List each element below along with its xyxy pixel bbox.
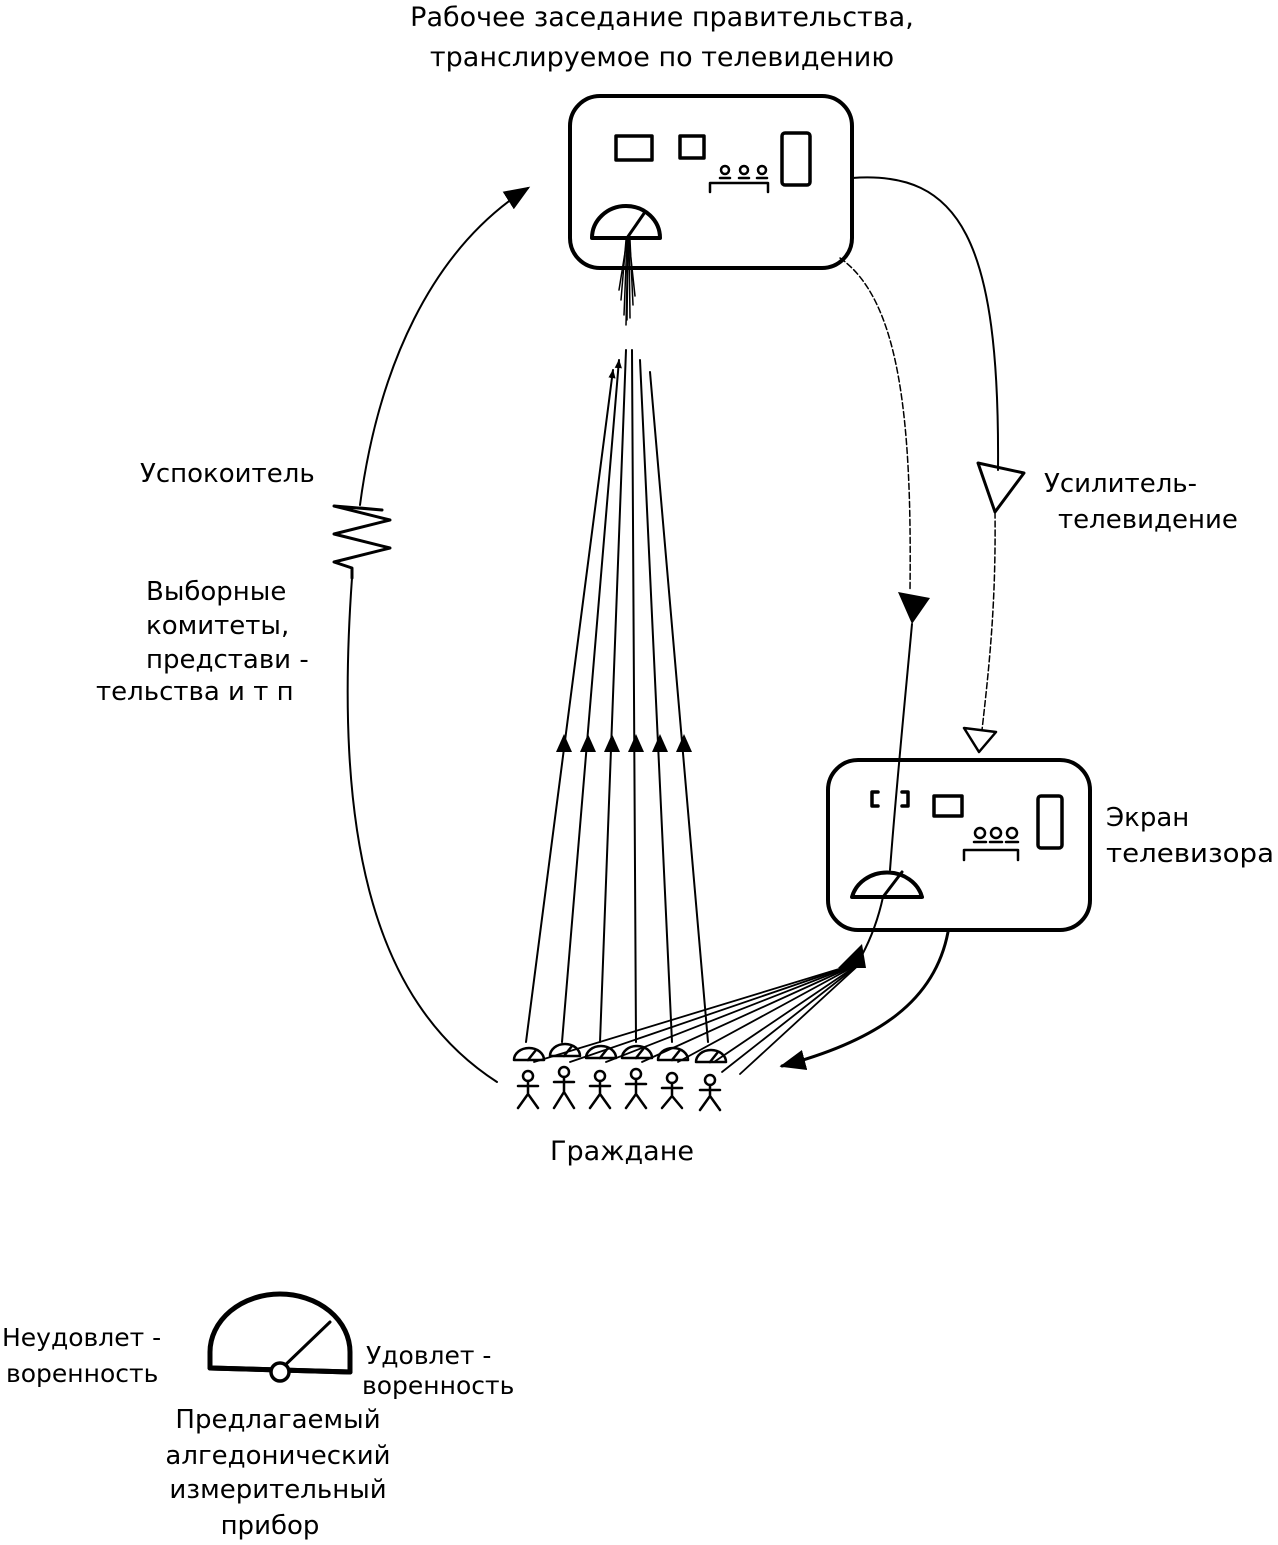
- committees-label-line-4: тельства и т п: [96, 677, 294, 707]
- tv-screen-box: [826, 758, 1092, 932]
- window-icon: [932, 794, 964, 818]
- algedonic-meter-icon: [850, 870, 924, 899]
- screen-to-citizens-fan: [533, 961, 863, 1075]
- left-return-curve-lower: [346, 577, 498, 1083]
- amplified-feed-line: [981, 511, 996, 731]
- screen-return-curve: [779, 930, 950, 1071]
- citizen-figure: [512, 1046, 546, 1110]
- amplifier-label-line-2: телевидение: [1058, 505, 1238, 535]
- signal-brush: [618, 239, 636, 326]
- algedonic-meter-icon: [590, 204, 662, 240]
- citizen-signal-lines: [525, 349, 709, 1043]
- legend-dissatisfaction-line-1: Неудовлет -: [2, 1323, 161, 1352]
- ministers-table-icon: [962, 826, 1020, 862]
- amplifier-label-line-1: Усилитель-: [1044, 469, 1197, 499]
- committees-label-line-1: Выборные: [146, 577, 286, 607]
- legend-caption-line-3: измерительный: [169, 1475, 386, 1505]
- title-line-2: транслируемое по телевидению: [430, 42, 894, 73]
- left-return-curve-upper: [359, 186, 531, 506]
- citizens-group: [512, 1042, 728, 1112]
- citizen-figure: [620, 1044, 654, 1110]
- screen-label-line-2: телевизора: [1106, 839, 1274, 869]
- legend-caption-line-2: алгедонический: [165, 1441, 390, 1471]
- government-meeting-box: [568, 94, 854, 326]
- committees-label-line-3: представи -: [146, 645, 309, 675]
- title-line-1: Рабочее заседание правительства,: [410, 2, 914, 33]
- ministers-table-icon: [708, 164, 770, 194]
- meeting-to-screen-line: [839, 257, 911, 591]
- calmer-label: Успокоитель: [140, 459, 315, 489]
- broadcast-feed-line: [851, 176, 1000, 471]
- citizen-figure: [548, 1042, 582, 1110]
- citizen-figure: [694, 1048, 728, 1112]
- legend-satisfaction-line-1: Удовлет -: [366, 1341, 491, 1370]
- citizen-figure: [656, 1046, 690, 1110]
- citizens-label: Граждане: [550, 1136, 694, 1167]
- screen-label-line-1: Экран: [1106, 803, 1189, 833]
- door-icon: [1036, 794, 1064, 850]
- screen-meter-to-junction-line: [861, 896, 884, 956]
- legend-algedonic-meter-icon: [207, 1291, 353, 1383]
- amplifier-output-triangle-icon: [962, 726, 998, 754]
- door-icon: [780, 131, 812, 187]
- screen-junction-arrow-icon: [838, 944, 866, 968]
- window-icon: [870, 790, 910, 808]
- calmer-resistor-icon: [332, 504, 392, 580]
- screen-to-citizens-line: [889, 623, 913, 871]
- legend-caption-line-1: Предлагаемый: [175, 1405, 380, 1435]
- window-icon: [614, 134, 654, 162]
- upward-arrowheads: [556, 734, 692, 752]
- legend-dissatisfaction-line-2: воренность: [6, 1359, 158, 1388]
- citizen-figure: [584, 1044, 618, 1110]
- downward-arrow-icon: [898, 592, 930, 624]
- window-icon: [678, 134, 706, 160]
- committees-label-line-2: комитеты,: [146, 611, 289, 641]
- legend-satisfaction-line-2: воренность: [362, 1371, 514, 1400]
- amplifier-triangle-icon: [976, 461, 1026, 514]
- legend-caption-line-4: прибор: [221, 1511, 320, 1541]
